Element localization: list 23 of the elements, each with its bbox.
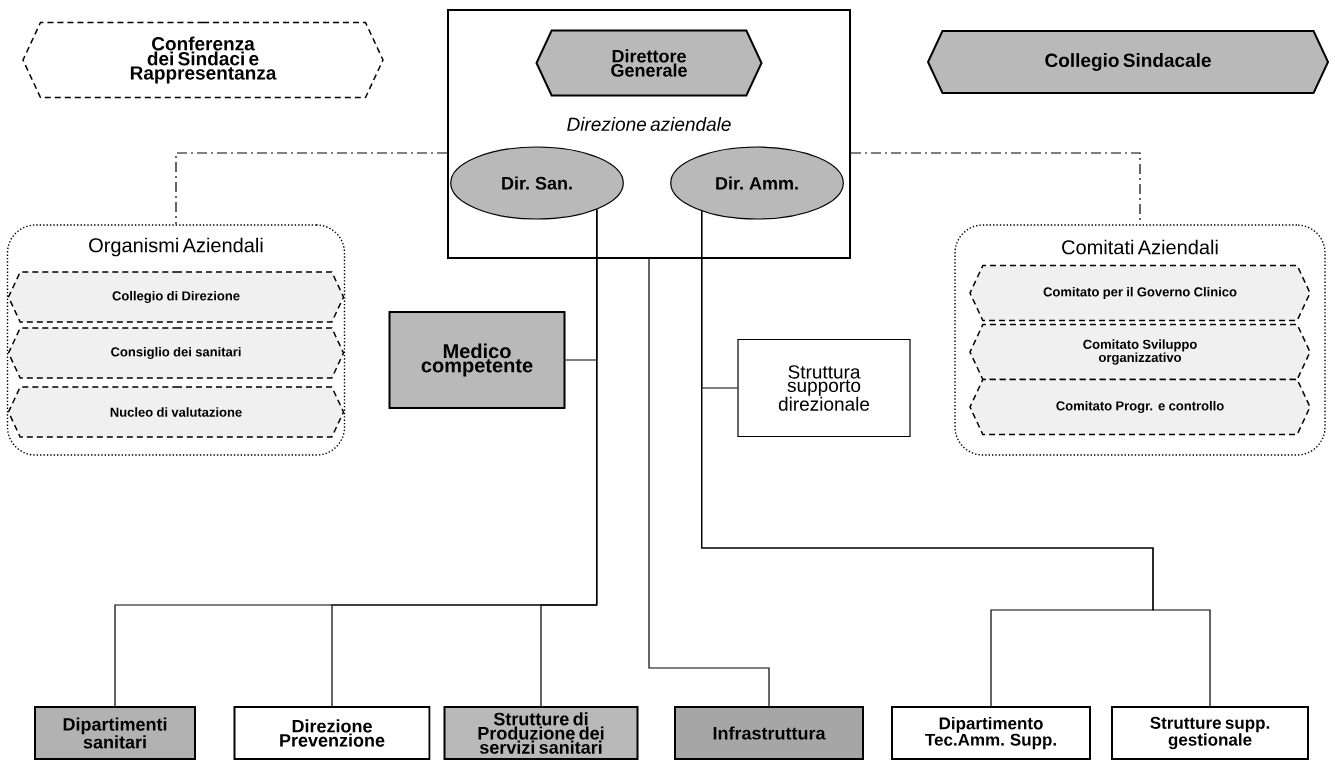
ellipse-box: Dir. Amm. <box>670 146 844 220</box>
hexagon-box: Comitato Sviluppo organizzativo <box>969 323 1311 381</box>
hexagon-box: Comitato Progr. e controllo <box>969 378 1311 436</box>
hexagon-box: Collegio Sindacale <box>926 30 1330 94</box>
process-box: Struttura supporto direzionale <box>737 338 911 438</box>
connector <box>850 152 1141 225</box>
ellipse-box: Dir. San. <box>450 146 624 220</box>
process-box: Strutture supp. gestionale <box>1111 706 1309 760</box>
process-box: Medico competente <box>388 311 566 409</box>
hexagon-box: Comitato per il Governo Clinico <box>969 264 1311 322</box>
process-box: Infrastruttura <box>674 706 864 760</box>
hexagon-box: Collegio di Direzione <box>7 271 345 323</box>
process-box: Dipartimenti sanitari <box>34 706 196 760</box>
hexagon-box: Conferenza dei Sindaci e Rappresentanza <box>22 21 384 99</box>
connector <box>540 209 598 707</box>
connector <box>648 258 770 707</box>
process-box: Strutture di Produzione dei servizi sanitari <box>443 706 639 760</box>
hexagon-box: Direttore Generale <box>535 29 763 97</box>
process-box: Direzione Prevenzione <box>233 706 431 760</box>
process-box: Dipartimento Tec.Amm. Supp. <box>891 706 1091 760</box>
hexagon-box: Nucleo di valutazione <box>7 386 345 438</box>
hexagon-box: Consiglio dei sanitari <box>7 327 345 379</box>
connector <box>175 152 448 225</box>
